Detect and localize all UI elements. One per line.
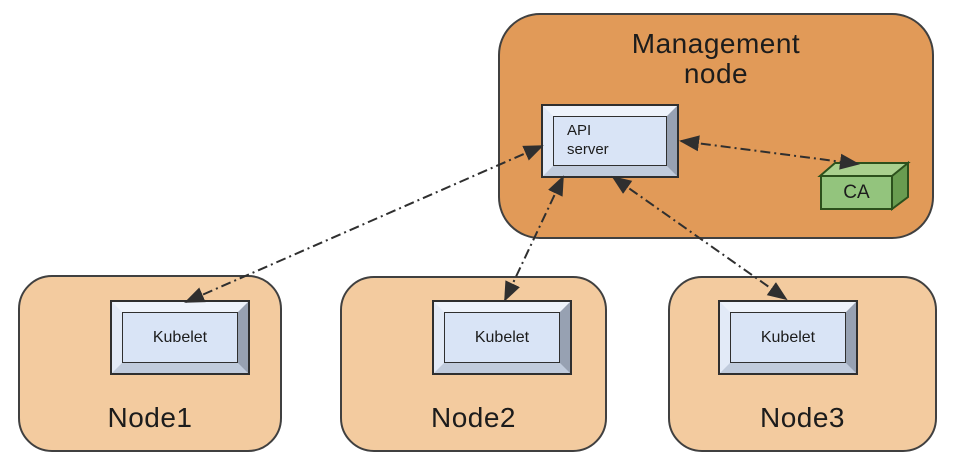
kubelet-node2-label: Kubelet bbox=[444, 312, 560, 363]
node1-label: Node1 bbox=[107, 402, 193, 433]
management-node-label: Management node bbox=[631, 28, 801, 89]
kubelet-node3-label: Kubelet bbox=[730, 312, 846, 363]
kubelet-box-node3: Kubelet bbox=[718, 300, 858, 375]
api-server-box: API server bbox=[541, 104, 679, 178]
kubelet-box-node1: Kubelet bbox=[110, 300, 250, 375]
api-server-label: API server bbox=[553, 116, 667, 166]
kubelet-node1-label: Kubelet bbox=[122, 312, 238, 363]
kubelet-box-node2: Kubelet bbox=[432, 300, 572, 375]
ca-label: CA bbox=[843, 181, 870, 203]
node2-label: Node2 bbox=[430, 402, 516, 433]
node3-label: Node3 bbox=[759, 402, 845, 433]
ca-box: CA bbox=[820, 175, 893, 210]
